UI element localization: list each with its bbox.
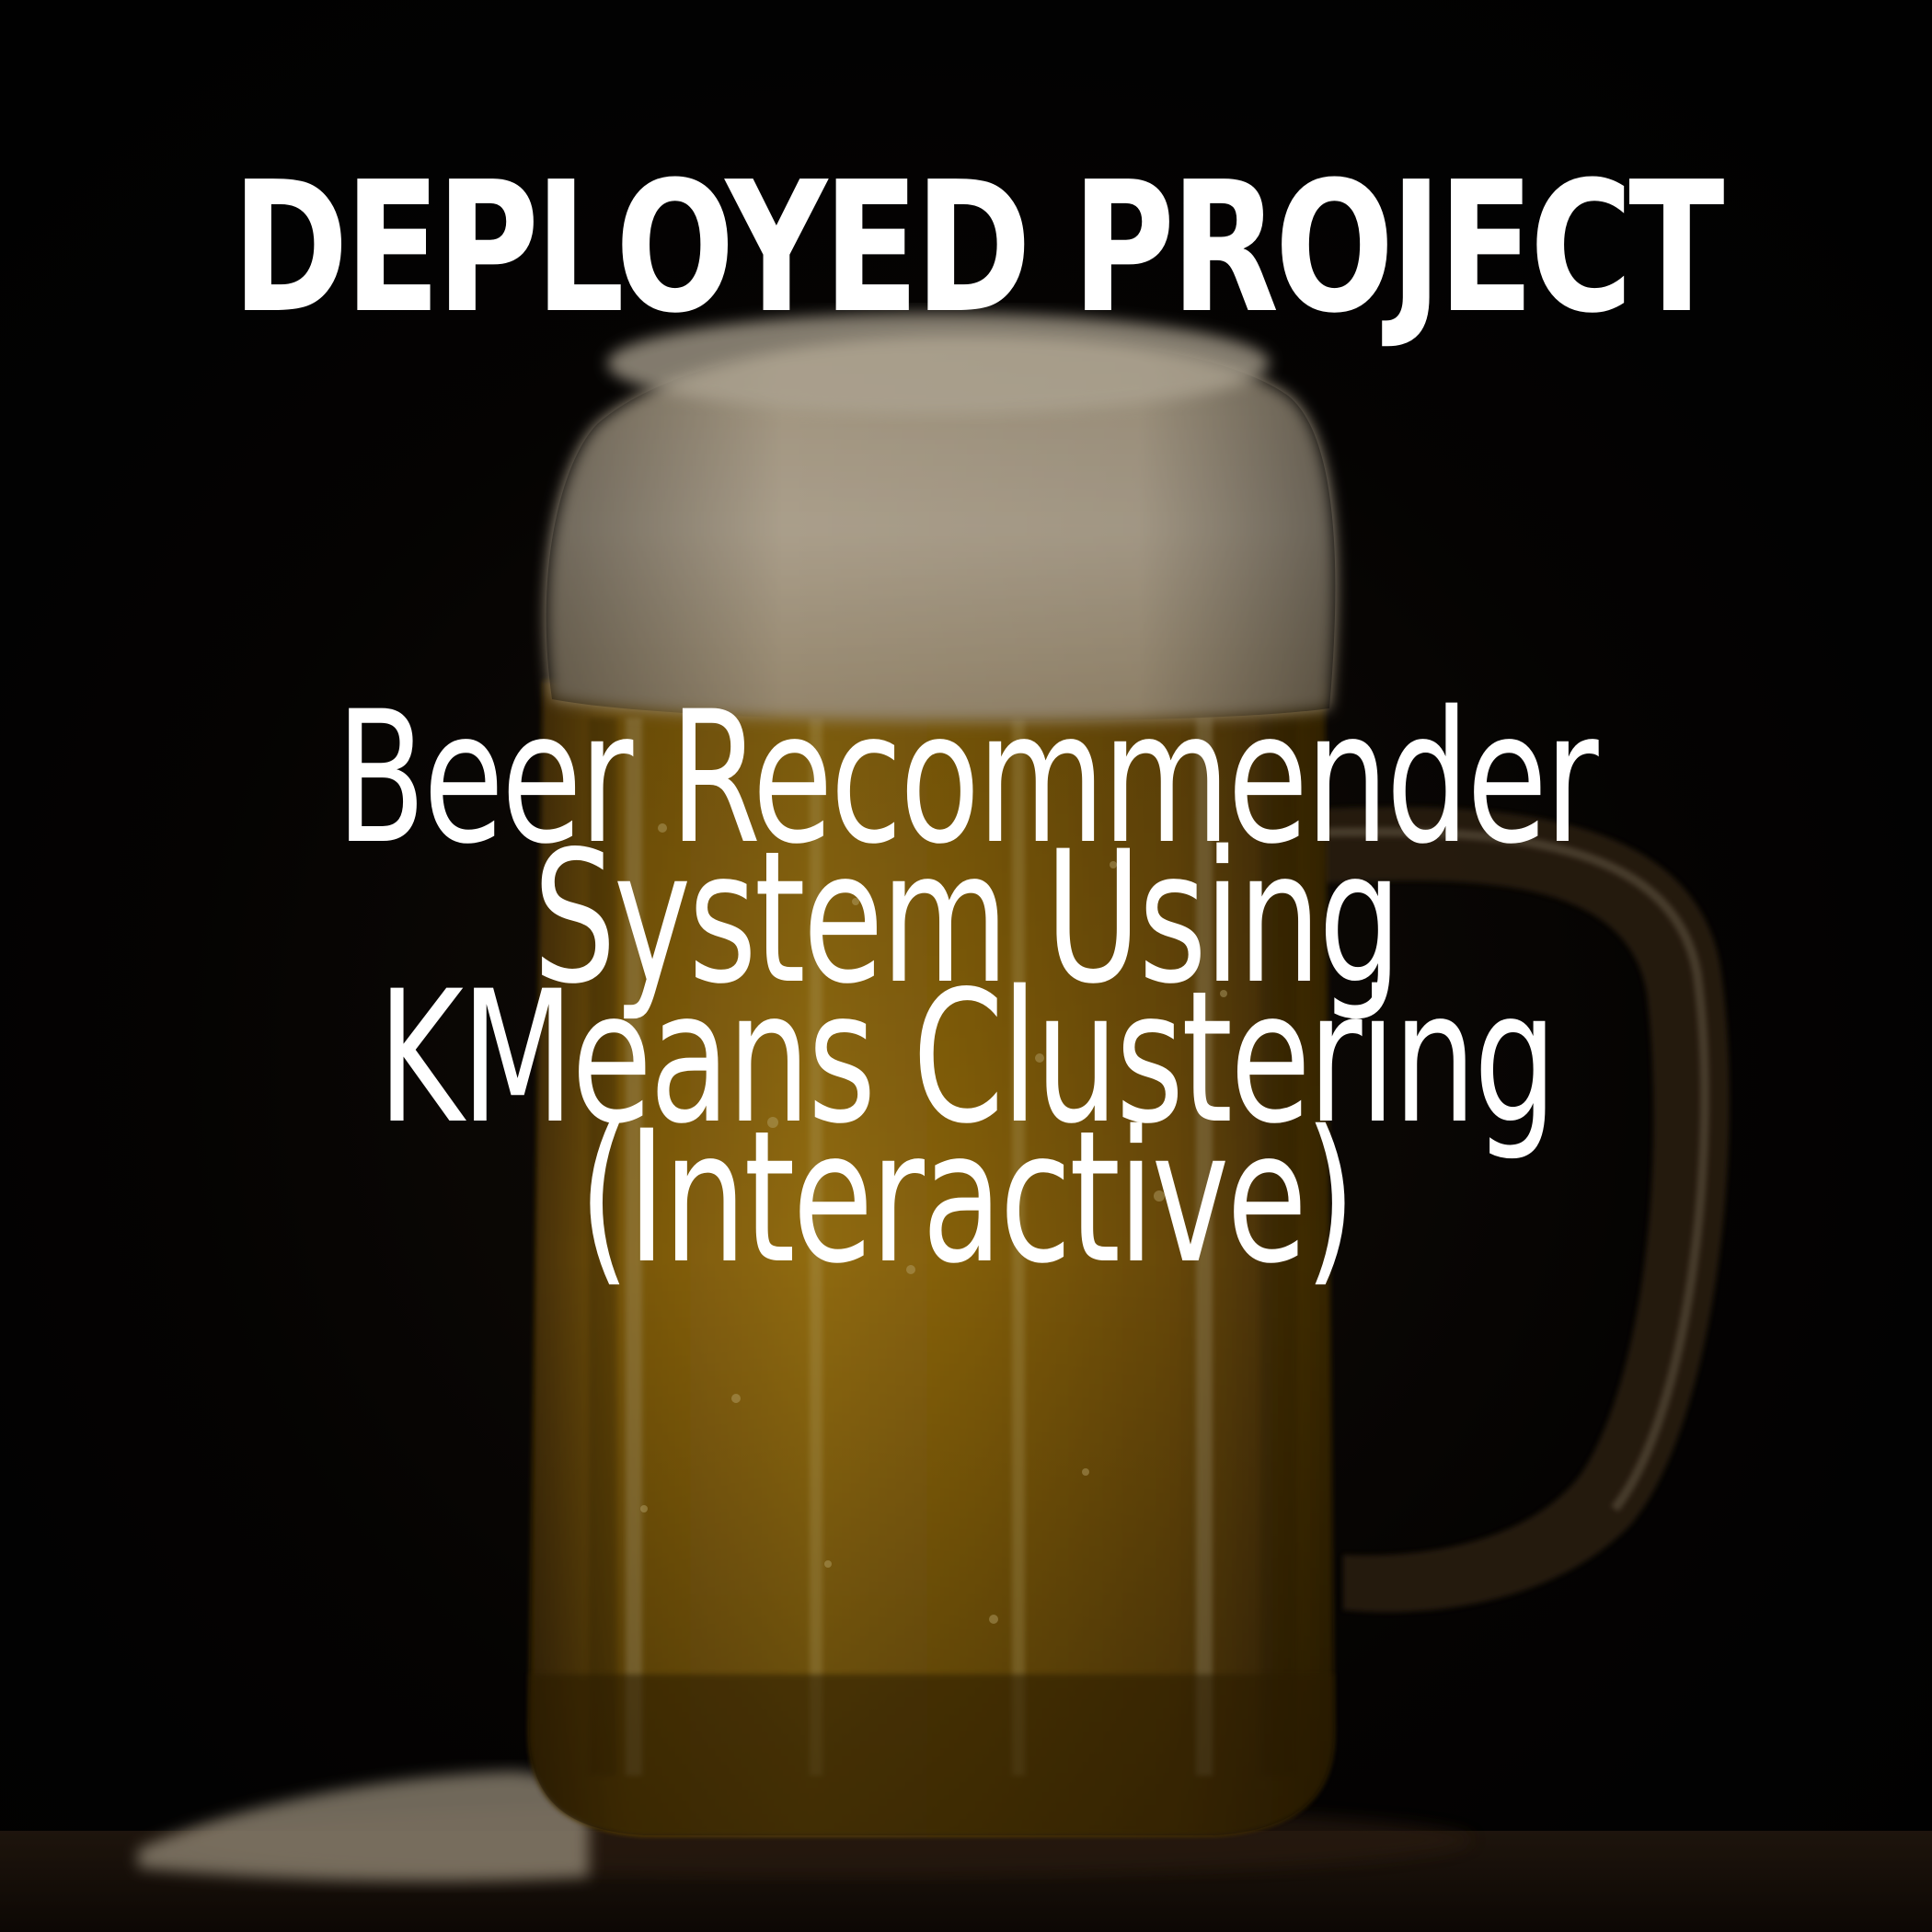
title-line-2: System Using — [533, 811, 1401, 1024]
project-title: Beer Recommender System Using KMeans Clu… — [0, 672, 1932, 1304]
title-line-4: (Interactive) — [579, 1091, 1356, 1304]
title-line-3: KMeans Clustering — [377, 951, 1558, 1164]
headline: DEPLOYED PROJECT — [232, 144, 1724, 353]
title-line-1: Beer Recommender — [336, 672, 1599, 884]
